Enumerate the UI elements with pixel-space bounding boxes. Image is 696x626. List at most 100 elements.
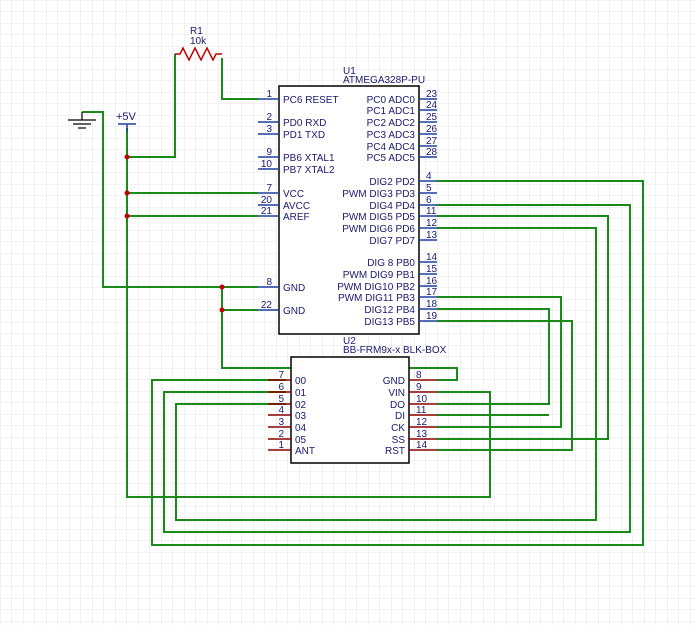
wire-gnd-u2[interactable] — [221, 287, 458, 381]
junction-dot — [124, 154, 130, 160]
u1-pin-name: DIG 8 PB0 — [367, 258, 415, 269]
u2-pin-3[interactable]: 304 — [268, 417, 307, 434]
u1-value: ATMEGA328P-PU — [343, 75, 425, 86]
u2-pin-number: 8 — [416, 370, 422, 381]
u2-pin-name: DO — [390, 400, 405, 411]
u1-pin-number: 16 — [426, 276, 438, 287]
u1-pin-number: 17 — [426, 287, 438, 298]
u1-ref: U1 — [343, 66, 356, 77]
u1-pin-number: 25 — [426, 112, 438, 123]
wire-pb3[interactable] — [437, 296, 562, 428]
u2-pin-4[interactable]: 4 03 — [268, 405, 307, 422]
u2-pin-number: 12 — [416, 417, 428, 428]
u2-pin-7[interactable]: 700 — [268, 370, 307, 387]
wire-pd4[interactable] — [163, 204, 631, 533]
u1-pin-number: 6 — [426, 195, 432, 206]
u2-value: BB-FRM9x-x BLK-BOX — [343, 345, 447, 356]
u1-pin-name: PWM DIG5 PD5 — [342, 212, 415, 223]
u2-pin-name: RST — [385, 446, 405, 457]
wire-pb4[interactable] — [437, 308, 550, 405]
u2-pin-number: 4 — [278, 405, 284, 416]
junctions — [124, 154, 225, 313]
junction-dot — [219, 307, 225, 313]
u1-pin-number: 24 — [426, 100, 438, 111]
u1-pin-number: 3 — [266, 124, 272, 135]
u1-pin-name: PWM DIG3 PD3 — [342, 189, 415, 200]
u2-pin-name: DI — [395, 411, 405, 422]
u2-pin-2[interactable]: 205 — [268, 429, 307, 446]
wires — [82, 54, 644, 546]
wire-pd2[interactable] — [151, 180, 644, 546]
wire-vcc-bus[interactable] — [126, 128, 491, 498]
u2-body — [290, 356, 410, 464]
u2-pin-number: 1 — [278, 440, 284, 451]
u1-pin-name: PC5 ADC5 — [367, 153, 416, 164]
u2-pin-5[interactable]: 502 — [268, 394, 307, 411]
u2-pin-number: 9 — [416, 382, 422, 393]
u1-pin-number: 2 — [266, 112, 272, 123]
u1-pin-name: PB6 XTAL1 — [283, 153, 335, 164]
u1-pin-name: PWM DIG6 PD6 — [342, 224, 415, 235]
u1-pin-name: VCC — [283, 189, 304, 200]
ground-icon — [68, 112, 96, 129]
u1-pin-name: PB7 XTAL2 — [283, 165, 335, 176]
u2-pin-name: ANT — [295, 446, 315, 457]
u2-pin-6[interactable]: 601 — [268, 382, 307, 399]
wire-pd6[interactable] — [175, 227, 597, 521]
u1-pin-number: 21 — [261, 206, 273, 217]
wire-gnd-main[interactable] — [82, 111, 258, 288]
chip-u2[interactable]: U2 BB-FRM9x-x BLK-BOX 700601502403304205… — [268, 336, 447, 464]
resistor-r1[interactable]: R1 10k — [175, 26, 222, 62]
u1-pin-number: 23 — [426, 89, 438, 100]
wire-pb2[interactable] — [437, 320, 573, 451]
power-5v-label: +5V — [116, 111, 137, 123]
u1-pin-number: 28 — [426, 147, 438, 158]
wire-r1-vcc[interactable] — [127, 54, 176, 158]
u1-pin-number: 18 — [426, 299, 438, 310]
u1-pin-number: 15 — [426, 264, 438, 275]
u2-pin-name: 03 — [295, 411, 307, 422]
wire-ss[interactable] — [437, 215, 609, 440]
wire-reset[interactable] — [221, 58, 258, 100]
u2-pin-name: GND — [383, 376, 405, 387]
